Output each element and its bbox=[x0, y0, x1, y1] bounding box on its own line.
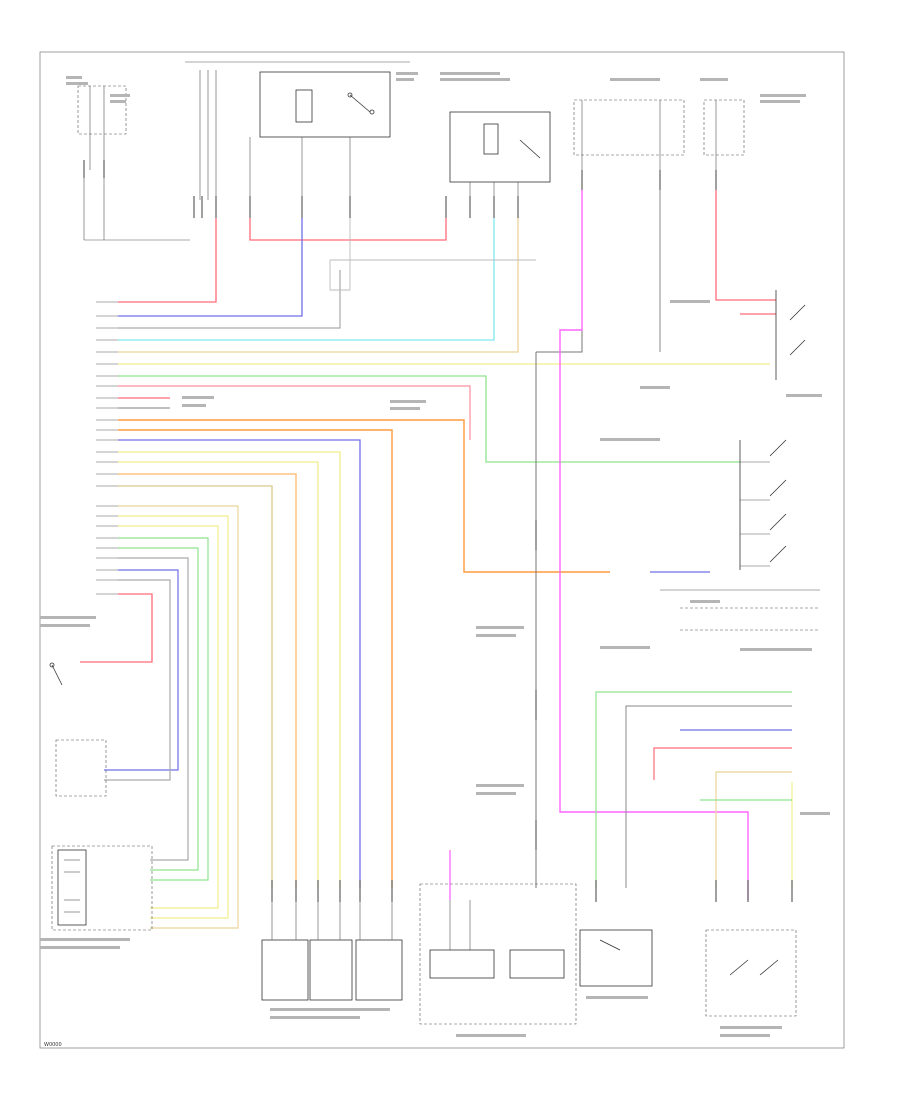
bottom-left-module bbox=[261, 888, 403, 1001]
wire-green-2 bbox=[118, 537, 209, 881]
top-right-fuse-block bbox=[573, 99, 745, 180]
wire-yellow-5 bbox=[118, 525, 219, 909]
wire-yellow-2 bbox=[118, 451, 341, 888]
wire-red-right bbox=[715, 190, 776, 301]
wire-yellow-3 bbox=[118, 461, 319, 888]
right-switch-panel bbox=[660, 290, 820, 631]
wire-tan-top bbox=[118, 218, 519, 353]
wire-green-long bbox=[118, 375, 740, 463]
footer-code: W0000 bbox=[44, 1042, 62, 1048]
wire-tan-lr bbox=[715, 771, 792, 888]
wire-green-3 bbox=[118, 547, 199, 871]
combination-meter bbox=[419, 883, 577, 1025]
diagram-frame bbox=[39, 51, 845, 1049]
wire-orange-long bbox=[118, 429, 393, 888]
transmission-switch bbox=[579, 929, 653, 987]
wire-red-2 bbox=[80, 593, 153, 663]
wire-red-lr bbox=[653, 747, 792, 780]
wire-pink bbox=[118, 385, 471, 440]
label-placeholders bbox=[40, 72, 830, 1037]
fuse-relay-box bbox=[185, 61, 410, 200]
bottom-connector-ticks bbox=[271, 520, 793, 902]
wire-tan-2 bbox=[118, 485, 273, 888]
wire-tan-3 bbox=[118, 505, 239, 929]
left-harness-connector bbox=[96, 301, 118, 595]
relay-box-2 bbox=[449, 111, 551, 200]
wire-orange-2 bbox=[118, 473, 297, 888]
wire-magenta bbox=[559, 190, 749, 900]
wire-gray-3 bbox=[118, 557, 189, 861]
wire-gray-1 bbox=[118, 270, 341, 329]
wire-red-bus bbox=[249, 218, 447, 241]
wire-gray-mid bbox=[329, 218, 536, 291]
top-left-fuse-block bbox=[77, 85, 190, 241]
connector-marks bbox=[83, 160, 717, 218]
wire-blue-down bbox=[118, 439, 361, 888]
wire-gray-4 bbox=[104, 579, 171, 781]
transmission-range-switch bbox=[705, 929, 797, 1017]
wire-black-lr bbox=[625, 705, 792, 888]
wire-blue-top bbox=[118, 218, 303, 317]
wire-green-lr bbox=[595, 691, 792, 888]
wire-blue-2 bbox=[104, 569, 179, 771]
wire-center-bus bbox=[536, 190, 583, 353]
wire-red-top bbox=[118, 218, 217, 303]
wire-orange-lower bbox=[118, 419, 610, 573]
wire-cyan bbox=[118, 218, 495, 341]
wire-yellow-4 bbox=[118, 515, 229, 919]
left-switch-assembly bbox=[49, 662, 153, 931]
